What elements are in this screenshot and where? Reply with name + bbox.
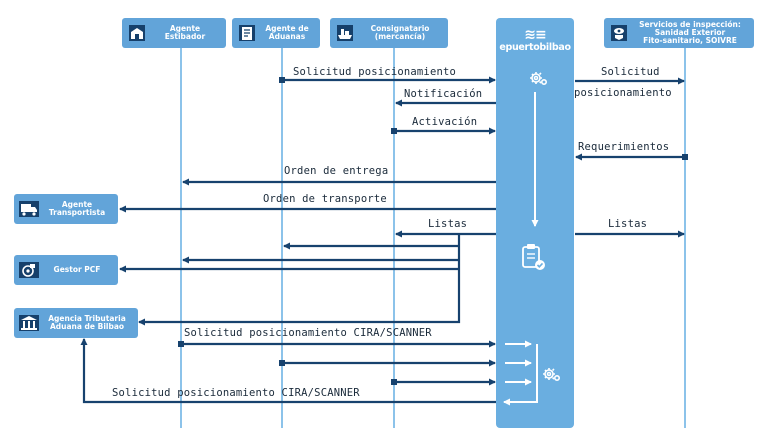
- actor-label: Agente de Aduanas: [265, 24, 309, 41]
- actor-label: Gestor PCF: [53, 265, 101, 274]
- epuertobilbao-logo: ≋≡ epuertobilbao: [496, 28, 574, 54]
- brand-mark: ≋≡: [524, 27, 546, 43]
- label-activacion: Activación: [412, 116, 478, 128]
- label-cira-2: Solicitud posicionamiento CIRA/SCANNER: [112, 387, 360, 399]
- label-requerimientos: Requerimientos: [578, 141, 670, 153]
- label-orden-transporte: Orden de transporte: [263, 193, 387, 205]
- institution-icon: [18, 312, 40, 334]
- actor-gestor-pcf: Gestor PCF: [14, 255, 118, 285]
- start-dot-activacion: [391, 128, 397, 134]
- start-dot-solicitud: [279, 77, 285, 83]
- actor-label: Agente Transportista: [48, 200, 106, 217]
- actor-servicios-inspeccion: Servicios de inspección: Sanidad Exterio…: [604, 18, 754, 48]
- actor-agente-aduanas: Agente de Aduanas: [232, 18, 320, 48]
- label-listas-left: Listas: [428, 218, 468, 230]
- brand-name: epuertobilbao: [499, 42, 571, 53]
- rail-icon: [18, 259, 40, 281]
- start-dot-cira-estibador: [178, 341, 184, 347]
- gear-icon: [530, 72, 548, 86]
- ship-icon: [334, 22, 356, 44]
- actor-consignatario: Consignatario (mercancía): [330, 18, 448, 48]
- actor-label: Agencia Tributaria Aduana de Bilbao: [48, 314, 126, 331]
- actor-agencia-tributaria: Agencia Tributaria Aduana de Bilbao: [14, 308, 138, 338]
- actor-label: Servicios de inspección: Sanidad Exterio…: [639, 20, 741, 45]
- label-solicitud-posicionamiento: Solicitud posicionamiento: [293, 66, 457, 78]
- actor-agente-estibador: Agente Estibador: [122, 18, 226, 48]
- clipboard-check-icon: [522, 244, 545, 270]
- start-dot-requerimientos: [682, 154, 688, 160]
- building-icon: [126, 22, 148, 44]
- label-notificacion: Notificación: [404, 88, 483, 100]
- actor-agente-transportista: Agente Transportista: [14, 194, 118, 224]
- actor-label: Agente Estibador: [164, 24, 206, 41]
- start-dot-cira-aduanas: [279, 360, 285, 366]
- center-merge-bracket: [503, 344, 538, 406]
- label-solicitud-right-1: Solicitud: [601, 66, 660, 78]
- arrow-cira-return: [80, 338, 496, 404]
- label-cira-1: Solicitud posicionamiento CIRA/SCANNER: [184, 327, 432, 339]
- gear-icon: [543, 368, 561, 382]
- listas-bus: [138, 234, 461, 326]
- start-dot-cira-consignatario: [391, 379, 397, 385]
- label-solicitud-right-2: posicionamiento: [574, 87, 672, 99]
- label-listas-right: Listas: [608, 218, 648, 230]
- eye-shield-icon: [608, 22, 630, 44]
- actor-label: Consignatario (mercancía): [370, 24, 430, 41]
- document-icon: [236, 22, 258, 44]
- truck-icon: [18, 198, 40, 220]
- label-orden-entrega: Orden de entrega: [284, 165, 389, 177]
